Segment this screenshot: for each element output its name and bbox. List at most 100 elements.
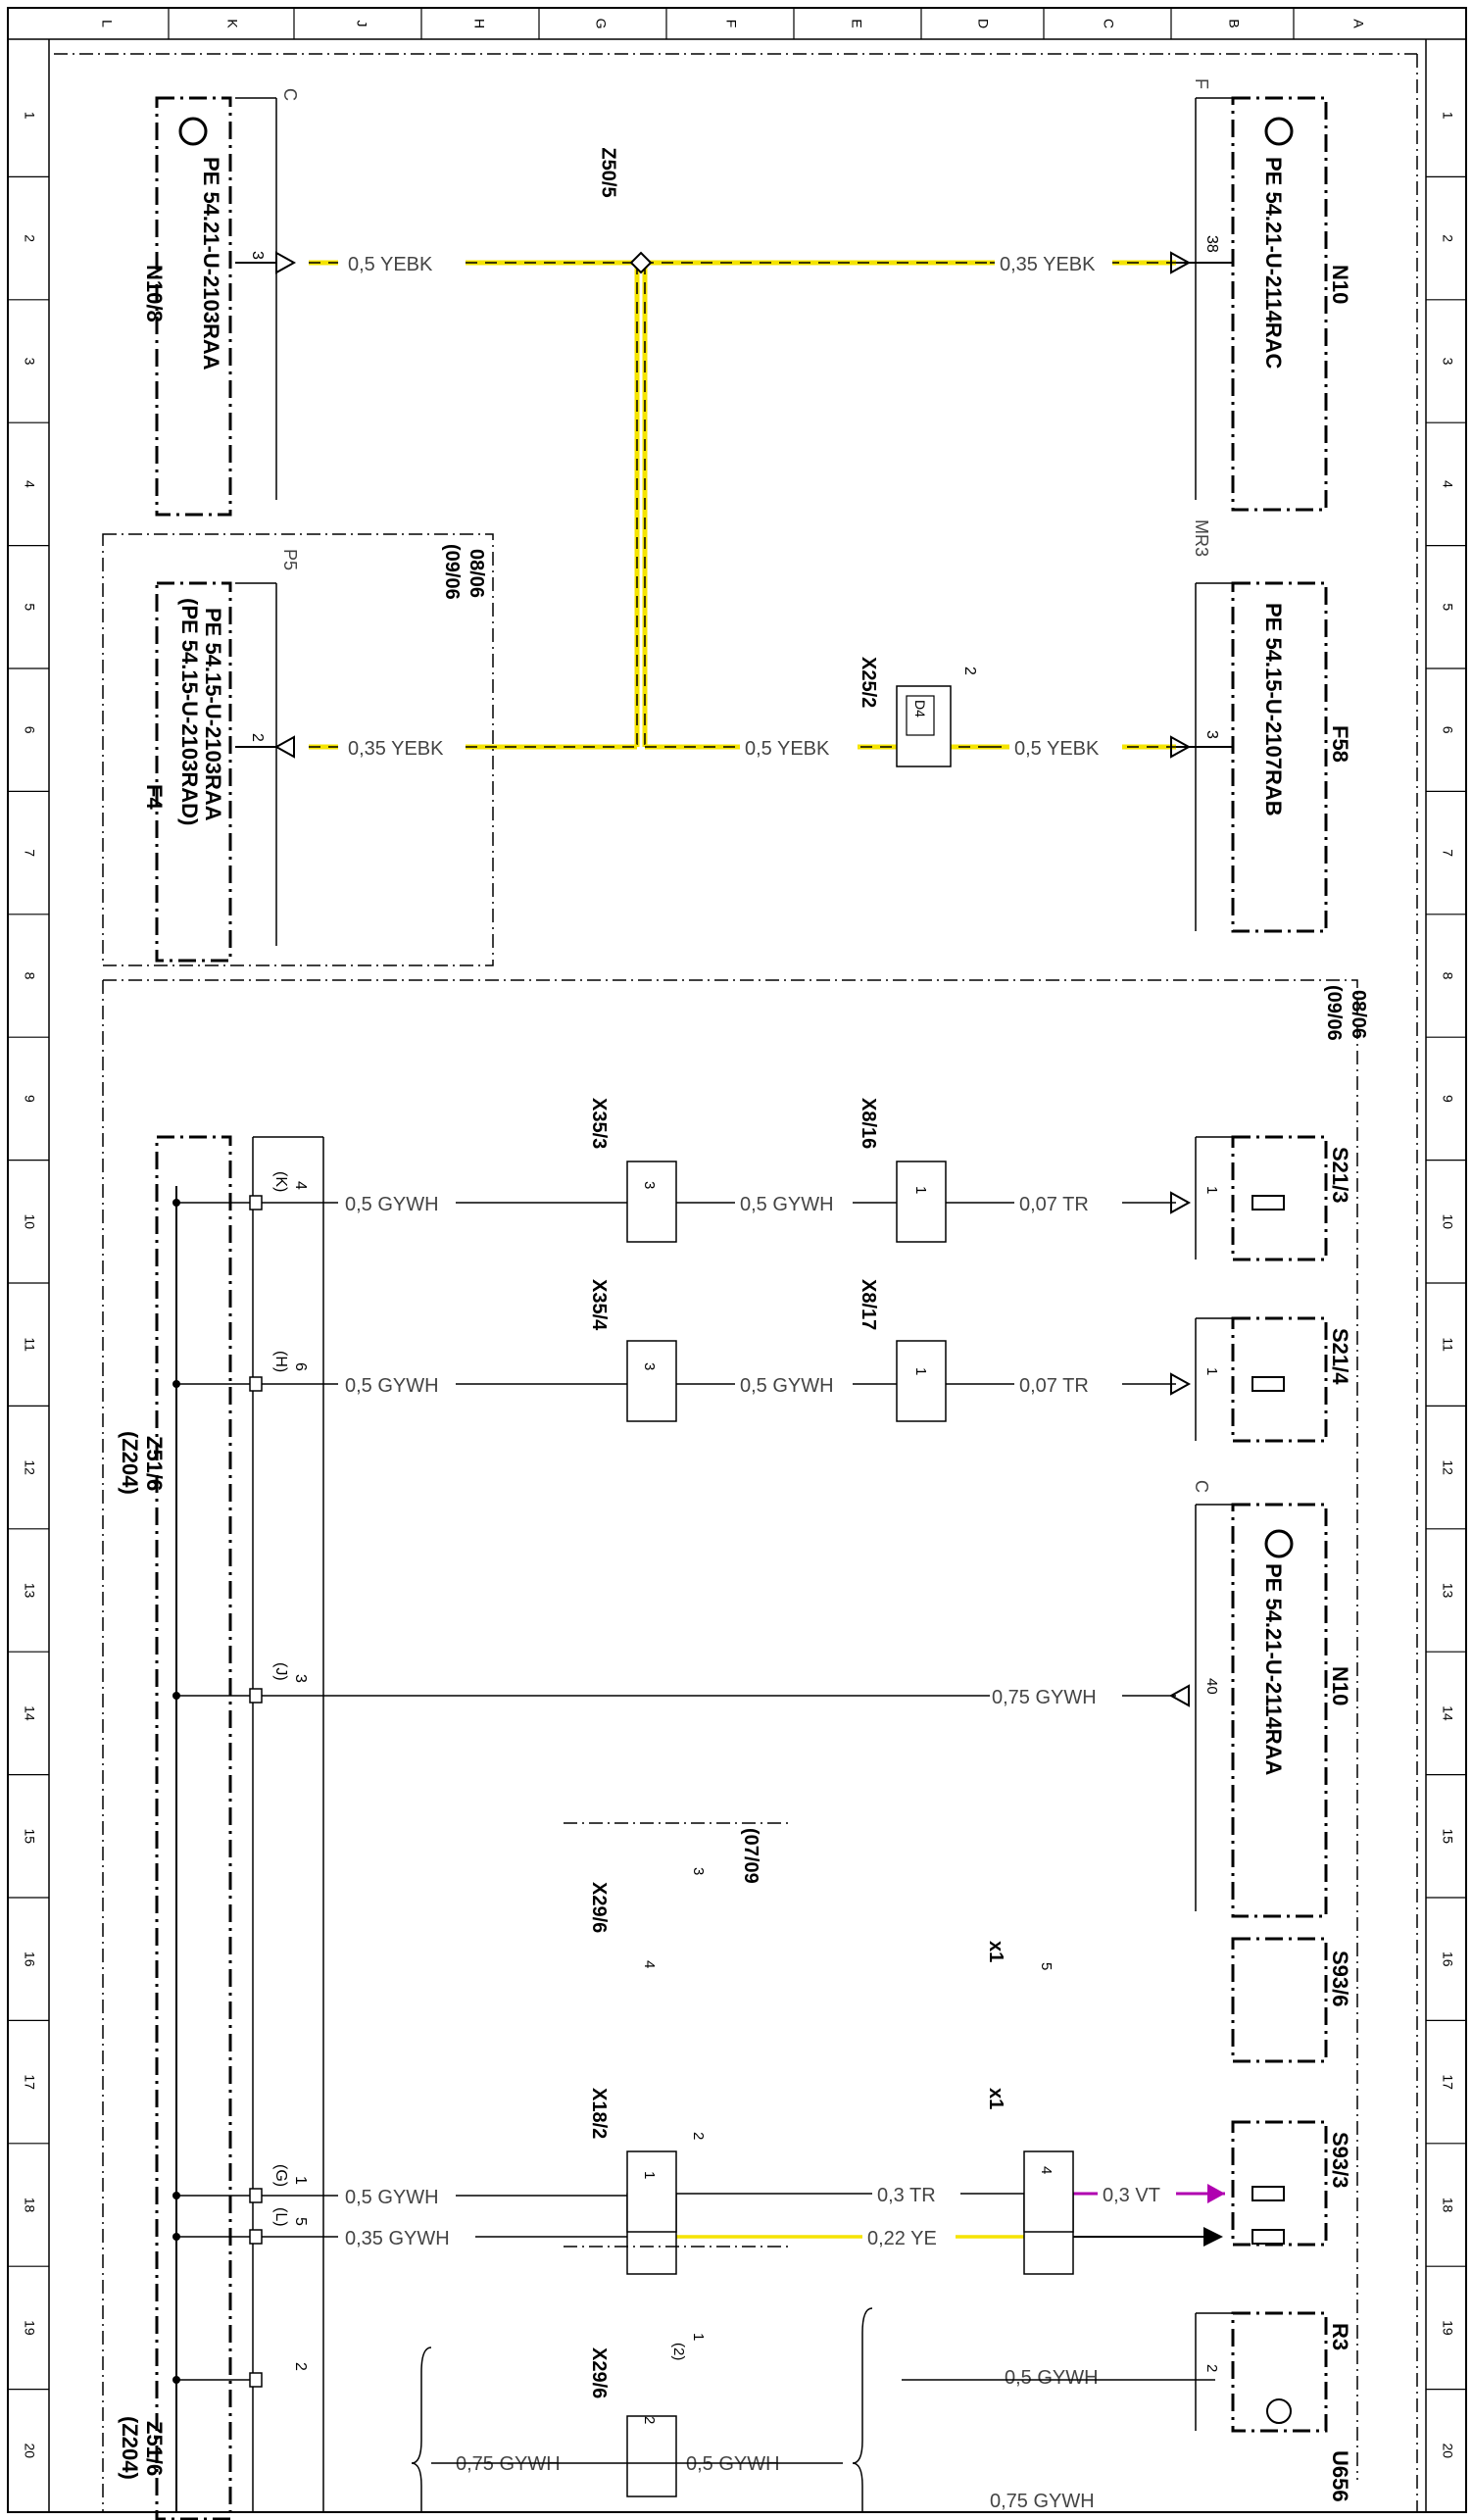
svg-text:0,35 GYWH: 0,35 GYWH	[345, 2228, 450, 2249]
svg-text:R3: R3	[1328, 2323, 1352, 2350]
component-s93-3[interactable]: S93/3	[1207, 2120, 1352, 2247]
connector-x25-2[interactable]: D4 2 X25/2	[858, 657, 978, 767]
svg-text:X29/6: X29/6	[588, 2347, 610, 2398]
row-number: 3	[22, 358, 37, 366]
svg-text:1: 1	[1203, 1186, 1220, 1194]
svg-text:2: 2	[292, 2362, 309, 2371]
svg-text:S21/4: S21/4	[1328, 1328, 1352, 1385]
component-s21-3[interactable]: S21/3 1	[1170, 1135, 1352, 1261]
svg-text:4: 4	[1038, 2166, 1055, 2174]
svg-text:(J): (J)	[272, 1662, 289, 1681]
row-number: 16	[22, 1952, 37, 1967]
row-number: 2	[1440, 234, 1455, 242]
part-code-alt: (PE 54.15-U-2103RAD)	[177, 598, 202, 825]
row-number: 10	[1440, 1214, 1455, 1230]
row-number: 18	[1440, 2198, 1455, 2213]
svg-text:2: 2	[641, 2416, 658, 2424]
svg-text:0,5 YEBK: 0,5 YEBK	[1014, 738, 1100, 760]
connector-pins: 3 3 1 1 3 4 5 2 1 4 1 2 (2)	[641, 1181, 1055, 2424]
svg-text:X35/3: X35/3	[588, 1098, 610, 1149]
svg-text:2: 2	[1203, 2364, 1220, 2372]
svg-text:X29/6: X29/6	[588, 1882, 610, 1933]
svg-text:4: 4	[292, 1181, 309, 1190]
svg-text:0,75 GYWH: 0,75 GYWH	[992, 1687, 1097, 1708]
svg-text:3: 3	[690, 1867, 707, 1875]
svg-text:0,5 YEBK: 0,5 YEBK	[745, 738, 830, 760]
splice-z50-5	[629, 251, 653, 274]
drawing-frame	[7, 7, 1467, 2513]
component-n10-top[interactable]: F 38 PE 54.21-U-2114RAC N10	[1170, 78, 1352, 512]
connector-boxes[interactable]	[626, 1161, 1074, 2497]
svg-text:1: 1	[641, 2171, 658, 2179]
row-number: 17	[1440, 2074, 1455, 2090]
pin-number: 3	[249, 251, 266, 260]
row-number: 15	[1440, 1829, 1455, 1845]
svg-text:0,07 TR: 0,07 TR	[1019, 1194, 1089, 1215]
component-name: N10	[1328, 265, 1352, 304]
col-letter: K	[224, 19, 240, 28]
date-marker: 08/06	[466, 549, 487, 598]
col-letter: J	[354, 21, 369, 27]
splice-sub: (Z204)	[118, 2416, 142, 2480]
column-letters: L K J H G F E D C B A	[99, 19, 1366, 29]
component-n10-8[interactable]: C 3 PE 54.21-U-2103RAA N10/8	[142, 88, 300, 517]
svg-text:5: 5	[1038, 1962, 1055, 1970]
meter-icon	[1264, 117, 1294, 146]
component-r3[interactable]: R3 2	[902, 2311, 1352, 2433]
svg-text:x1: x1	[985, 2088, 1006, 2109]
date-bracket	[564, 1822, 789, 2248]
svg-text:(2): (2)	[670, 2343, 687, 2360]
row-number: 19	[1440, 2320, 1455, 2336]
svg-text:0,5 GYWH: 0,5 GYWH	[686, 2453, 780, 2475]
svg-text:0,5 GYWH: 0,5 GYWH	[345, 1375, 439, 1397]
pin-number: 2	[249, 733, 266, 742]
svg-text:N10: N10	[1328, 1666, 1352, 1705]
row-number: 19	[22, 2320, 37, 2336]
svg-text:0,75 GYWH: 0,75 GYWH	[456, 2453, 561, 2475]
component-f58[interactable]: MR3 3 PE 54.15-U-2107RAB F58	[1170, 519, 1352, 933]
part-code: PE 54.15-U-2107RAB	[1261, 603, 1286, 816]
svg-text:1: 1	[912, 1186, 929, 1194]
component-s21-4[interactable]: S21/4 1	[1170, 1316, 1352, 1443]
row-number: 12	[22, 1459, 37, 1475]
component-u656[interactable]: U656	[1328, 2450, 1352, 2502]
svg-text:0,35 YEBK: 0,35 YEBK	[1000, 254, 1096, 275]
component-name: F58	[1328, 725, 1352, 763]
meter-icon	[178, 117, 208, 146]
svg-text:X18/2: X18/2	[588, 2088, 610, 2139]
row-number: 10	[22, 1214, 37, 1230]
svg-text:1: 1	[912, 1367, 929, 1375]
row-number: 13	[1440, 1583, 1455, 1599]
part-code: PE 54.21-U-2103RAA	[199, 157, 223, 371]
lamp-icon	[1266, 2398, 1292, 2424]
component-n10-mid[interactable]: C 40 PE 54.21-U-2114RAA N10	[1168, 1480, 1352, 1918]
svg-text:(L): (L)	[272, 2207, 289, 2227]
svg-text:(G): (G)	[272, 2164, 289, 2187]
k-pins: 4 (K) 6 (H) 3 (J) 5 (L) 1 (G) 2	[172, 1171, 309, 2388]
pin-number: 3	[1203, 730, 1220, 739]
svg-text:C: C	[1192, 1480, 1211, 1493]
component-name: N10/8	[142, 265, 167, 322]
svg-text:0,5 GYWH: 0,5 GYWH	[740, 1375, 834, 1397]
part-code: PE 54.21-U-2114RAC	[1261, 157, 1286, 370]
pin-number: 38	[1203, 235, 1220, 253]
col-letter: B	[1226, 19, 1242, 27]
row-number: 14	[22, 1705, 37, 1721]
row-number: 11	[22, 1337, 37, 1352]
component-f4[interactable]: P5 2 PE 54.15-U-2103RAA (PE 54.15-U-2103…	[102, 533, 494, 966]
row-number: 18	[22, 2198, 37, 2213]
svg-text:0,75 GYWH: 0,75 GYWH	[990, 2491, 1095, 2512]
svg-text:PE 54.21-U-2114RAA: PE 54.21-U-2114RAA	[1261, 1563, 1286, 1776]
splice-sub: (Z204)	[118, 1431, 142, 1495]
row-number: 5	[1440, 603, 1455, 611]
row-number: 13	[22, 1583, 37, 1599]
splice-z51-6[interactable]: Z51/6 (Z204) Z51/6 (Z204)	[118, 1135, 324, 2520]
svg-text:3: 3	[641, 1362, 658, 1370]
bracket-left	[411, 2347, 432, 2512]
row-number: 2	[22, 234, 37, 242]
svg-text:X35/4: X35/4	[588, 1279, 610, 1331]
svg-text:0,07 TR: 0,07 TR	[1019, 1375, 1089, 1397]
svg-text:2: 2	[690, 2132, 707, 2140]
svg-text:3: 3	[641, 1181, 658, 1189]
